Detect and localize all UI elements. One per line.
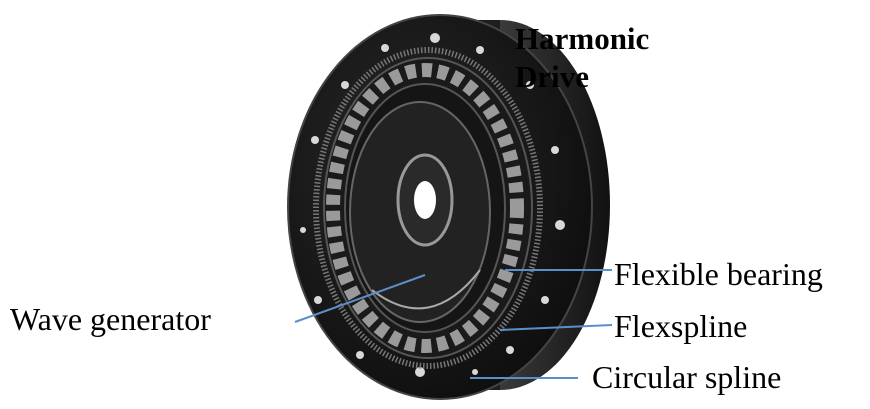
leader-lines [294,269,613,379]
diagram-title: Harmonic Drive [515,20,649,96]
label-flexspline: Flexspline [614,308,748,344]
title-line-2: Drive [515,59,590,94]
leader-wave-generator [294,274,426,323]
bolt-holes [300,33,565,377]
leader-flexspline [499,324,613,331]
wave-generator-disk [349,101,491,323]
label-circular-spline: Circular spline [592,359,782,395]
label-wave-generator: Wave generator [10,301,211,337]
label-flexible-bearing: Flexible bearing [614,256,823,292]
title-line-1: Harmonic [515,21,650,56]
